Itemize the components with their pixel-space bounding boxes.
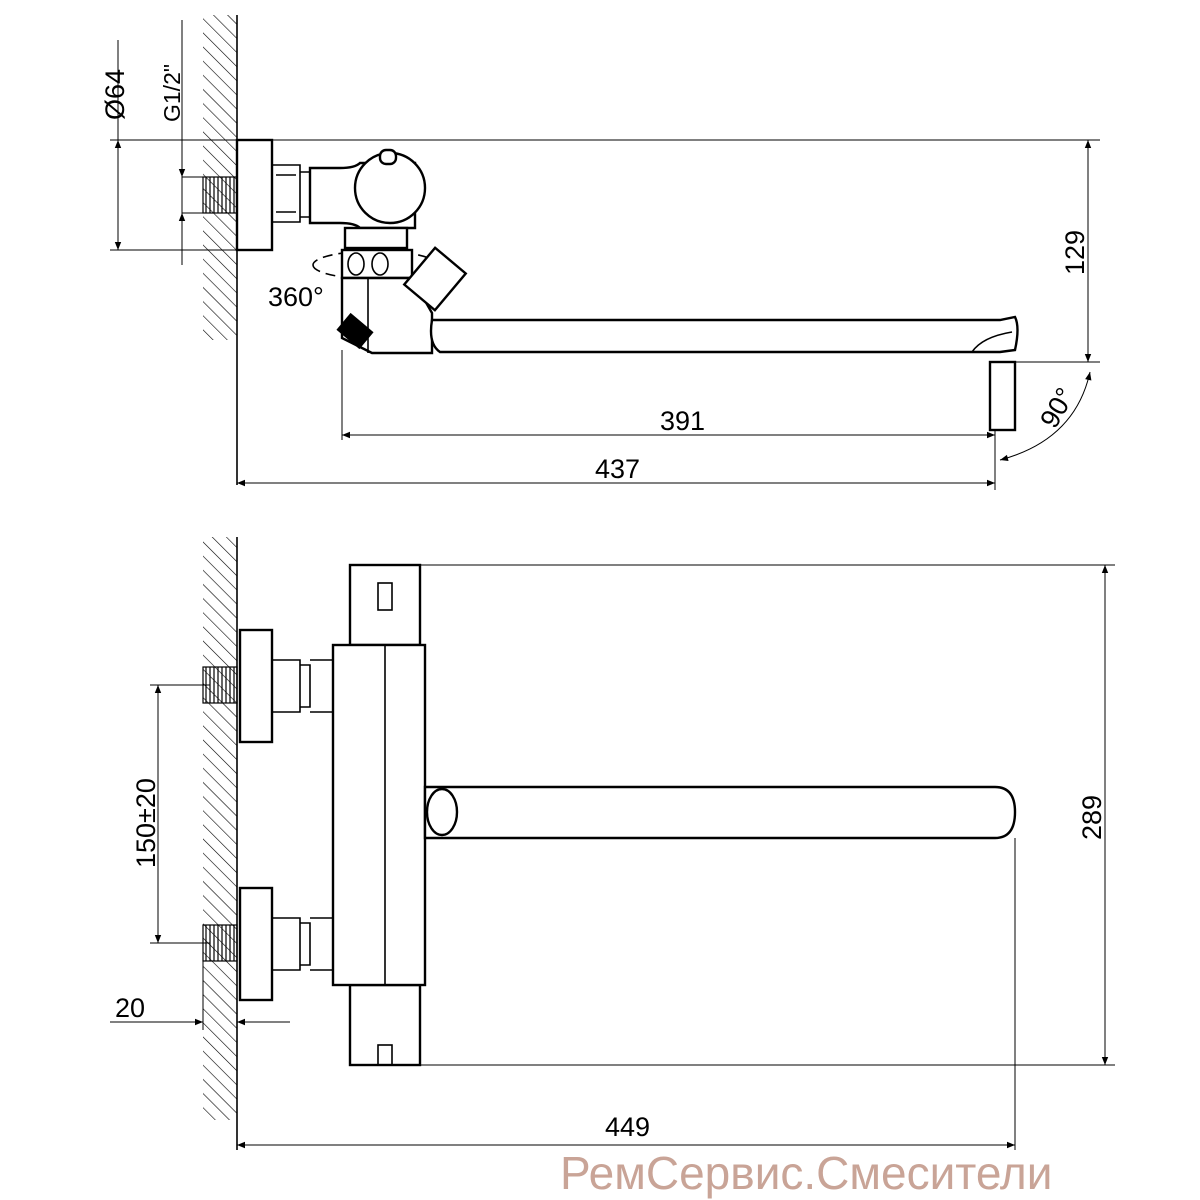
overall-height-label: 289 xyxy=(1077,795,1107,840)
side-view: Ø64 G1/2" 360° 129 90° 391 xyxy=(100,15,1100,490)
outlet-angle-label: 90° xyxy=(1034,383,1080,433)
top-view: 289 150±20 20 449 xyxy=(110,537,1115,1150)
rotation-angle-label: 360° xyxy=(268,282,324,312)
top-overall-length-label: 449 xyxy=(605,1112,650,1142)
inlet-thread xyxy=(202,176,238,214)
inlet-spacing-label: 150±20 xyxy=(131,778,161,868)
flange-diameter-label: Ø64 xyxy=(100,69,130,120)
watermark: РемСервис.Смесители xyxy=(560,1147,1053,1199)
height-dim-label: 129 xyxy=(1060,230,1090,275)
spout-length-label: 391 xyxy=(660,406,705,436)
thread-size-label: G1/2" xyxy=(159,64,185,122)
wall-hatch xyxy=(203,537,237,1120)
wall-offset-label: 20 xyxy=(115,993,145,1023)
overall-length-label: 437 xyxy=(595,454,640,484)
